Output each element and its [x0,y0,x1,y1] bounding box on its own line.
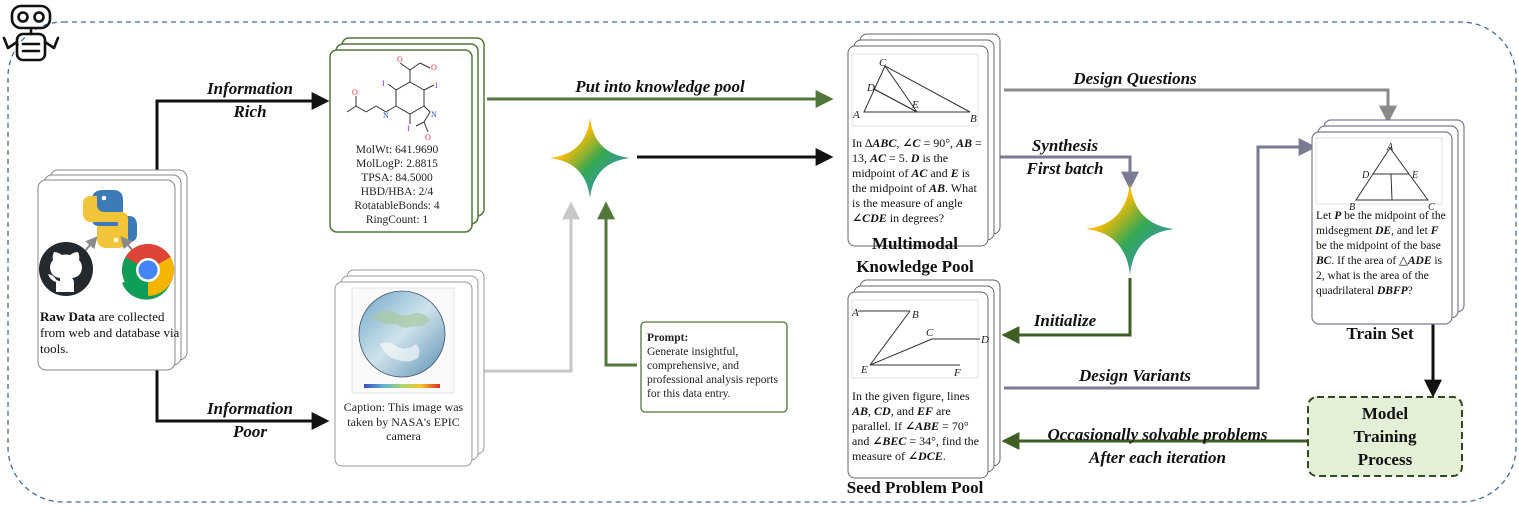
mol-prop: RotatableBonds: 4 [354,200,440,212]
prompt-title: Prompt: [647,332,689,344]
prompt-box [640,321,788,413]
arrow-to-info-rich [155,92,330,176]
figure-labels: A D E B C [1349,142,1435,213]
figure-label: D [866,82,875,94]
arrow-initialize [1001,278,1132,344]
label-design-variants: Design Variants [1079,366,1191,385]
chrome-icon [122,244,174,300]
figure-label: A [852,109,860,121]
label-information-poor: Information Poor [190,397,310,443]
multimodal-problem-text: In ∆ABC, ∠C = 90°, AB = 13, AC = 5. D is… [852,136,982,225]
prompt-body: Generate insightful, comprehensive, and … [647,346,778,400]
atom-label: N [383,111,389,120]
label-synthesis: Synthesis First batch [1005,134,1125,180]
figure-label: E [860,364,868,376]
mol-prop: TPSA: 84.5000 [361,172,433,184]
model-training-label: Model Training Process [1308,402,1462,471]
training-line: Training [1353,427,1417,446]
robot-icon [2,4,60,62]
python-icon [83,190,137,248]
training-line: Model [1361,404,1409,423]
training-line: Process [1357,450,1413,469]
molecule-card-stack [329,37,485,233]
figure-label: D [1361,170,1370,181]
mol-prop: MolLogP: 2.8815 [356,158,438,170]
seed-problem-text: In the given figure, lines AB, CD, and E… [852,389,979,463]
label-line: Occasionally solvable problems [1047,425,1268,444]
figure-label: A [1386,142,1394,153]
atom-label: I [407,124,410,133]
figure-label: C [1428,202,1435,213]
trapezoid-figure [1315,137,1443,205]
mol-prop: HBD/HBA: 2/4 [361,186,434,198]
figure-label: F [953,367,961,379]
atom-label: I [435,81,438,90]
figure-label: C [879,57,887,69]
figure-label: D [980,334,989,346]
arrow-earth-to-gemini [484,201,580,373]
atom-label: O [352,88,358,97]
atom-label: O [425,133,431,142]
earth-caption: Caption: This image was taken by NASA's … [343,400,464,443]
multimodal-pool-caption: Multimodal Knowledge Pool [820,232,1010,278]
caption-line: Multimodal [872,234,958,253]
caption-line: Knowledge Pool [856,257,974,276]
arrow-design-questions [1004,88,1397,124]
mol-prop: MolWt: 641.9690 [356,144,439,156]
figure-label: E [911,99,919,111]
label-line: Information [207,399,293,418]
figure-label: B [912,309,919,321]
label-occasionally-solvable: Occasionally solvable problems After eac… [1010,423,1305,469]
figure-label: A [851,307,859,319]
label-line: Information [207,79,293,98]
triangle-figure-abc [851,53,979,127]
label-information-rich: Information Rich [190,77,310,123]
seed-pool-caption: Seed Problem Pool [846,478,984,497]
molecule-structure [346,62,435,133]
arrow-synthesis [990,155,1139,190]
parallel-lines-figure [851,299,980,379]
arrow-design-variants [1004,138,1317,390]
label-line: Synthesis [1031,136,1099,155]
raw-data-rest: are collected from web and database via … [40,309,180,356]
atom-label: O [431,63,437,72]
figure-label: E [1411,170,1418,181]
mol-prop: RingCount: 1 [366,214,429,226]
figure-label: C [926,327,934,339]
raw-data-stack [37,169,188,371]
model-training-box [1307,396,1463,477]
raw-data-bold: Raw Data [40,309,96,324]
train-problem-text: Let P be the midpoint of the midsegment … [1316,210,1446,297]
train-set-caption: Train Set [1346,324,1414,343]
figure-labels: A B C D E F [851,307,989,379]
atom-label: N [431,110,437,119]
figure-label: B [970,113,977,125]
arrow-prompt-to-gemini [597,201,637,367]
earth-image [351,287,455,394]
label-line: After each iteration [1089,448,1226,467]
gemini-star-icon [550,118,630,198]
label-line: Poor [233,422,267,441]
label-initialize: Initialize [1033,311,1097,330]
label-put-into-pool: Put into knowledge pool [575,77,745,96]
label-line: First batch [1026,159,1104,178]
label-line: Rich [233,102,267,121]
gemini-star-icon [1086,183,1174,275]
atom-label: O [397,55,403,64]
figure-label: B [1349,202,1355,213]
arrow-to-info-poor [155,358,330,430]
atom-label: I [382,79,385,88]
github-icon [39,242,93,296]
figure-labels: C D E A B [852,57,977,125]
label-design-questions: Design Questions [1073,69,1197,88]
outer-dashed-frame [7,21,1517,503]
molecule-properties: MolWt: 641.9690 MolLogP: 2.8815 TPSA: 84… [354,144,440,226]
raw-data-caption: Raw Data are collected from web and data… [40,309,182,357]
